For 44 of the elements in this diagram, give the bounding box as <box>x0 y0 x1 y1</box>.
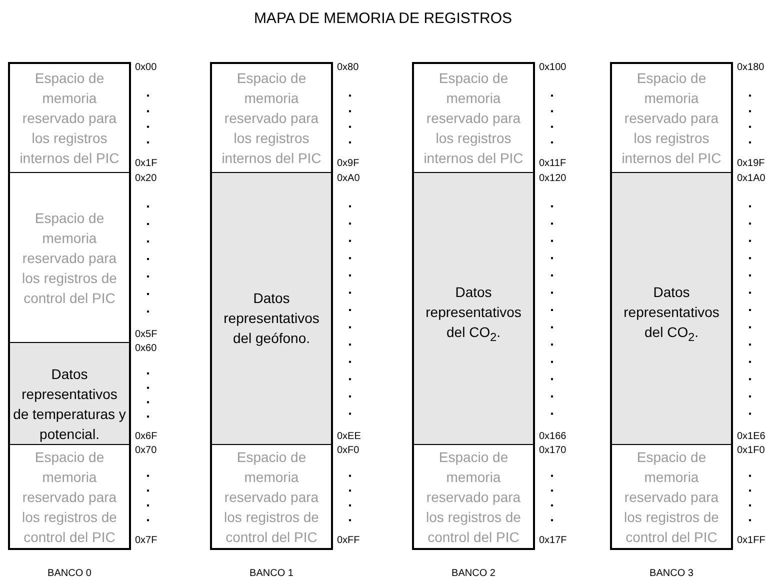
block-text: Espacio de memoria reservado para los registros internos del PIC <box>422 69 524 168</box>
address-label: 0xA0 <box>337 173 361 185</box>
address-label: 0x80 <box>337 62 360 74</box>
address-label: 0x11F <box>539 158 568 170</box>
block-text: Espacio de memoria reservado para los registros de control del PIC <box>21 448 118 546</box>
address-label: 0x180 <box>737 62 766 74</box>
address-label: 0x1FF <box>737 535 766 547</box>
address-label: 0x120 <box>539 173 568 185</box>
block-text: Datos representativos de temperaturas y potencial. <box>12 365 127 444</box>
address-label: 0x1F0 <box>737 445 766 457</box>
address-label: 0x19F <box>737 158 766 170</box>
address-label: 0xF0 <box>337 445 360 457</box>
address-label: 0x1F <box>135 158 158 170</box>
address-label: 0x6F <box>135 431 158 443</box>
address-label: 0xEE <box>337 431 362 443</box>
block-text: Espacio de memoria reservado para los registros internos del PIC <box>18 69 120 168</box>
address-label: 0x166 <box>539 431 568 443</box>
address-label: 0x20 <box>135 173 158 185</box>
address-label: 0x7F <box>135 535 158 547</box>
block-text: Espacio de memoria reservado para los registros internos del PIC <box>620 69 722 168</box>
address-label: 0xFF <box>337 535 361 547</box>
bank-label: BANCO 3 <box>648 568 694 579</box>
address-label: 0x60 <box>135 343 158 355</box>
block-text: Datos representativos del geófono. <box>222 289 320 348</box>
bank-label: BANCO 2 <box>450 568 496 579</box>
block-text: Datos representativos del CO$_{2}$. <box>424 283 522 346</box>
bank-label: BANCO 0 <box>46 568 92 579</box>
bank-label: BANCO 1 <box>248 568 294 579</box>
address-label: 0x1E6 <box>737 431 766 443</box>
address-label: 0x170 <box>539 445 568 457</box>
block-text: Espacio de memoria reservado para los registros internos del PIC <box>220 69 322 168</box>
block-text: Espacio de memoria reservado para los registros de control del PIC <box>21 208 118 308</box>
address-label: 0x9F <box>337 158 360 170</box>
address-label: 0x5F <box>135 329 158 341</box>
block-text: Espacio de memoria reservado para los registros de control del PIC <box>425 448 522 546</box>
block-text: Espacio de memoria reservado para los registros de control del PIC <box>623 448 720 546</box>
diagram-title: MAPA DE MEMORIA DE REGISTROS <box>252 10 514 27</box>
address-label: 0x100 <box>539 62 568 74</box>
address-label: 0x17F <box>539 535 568 547</box>
address-label: 0x00 <box>135 62 158 74</box>
address-label: 0x70 <box>135 445 158 457</box>
block-text: Datos representativos del CO$_{2}$. <box>622 283 720 346</box>
block-text: Espacio de memoria reservado para los registros de control del PIC <box>223 448 320 546</box>
address-label: 0x1A0 <box>737 173 766 185</box>
